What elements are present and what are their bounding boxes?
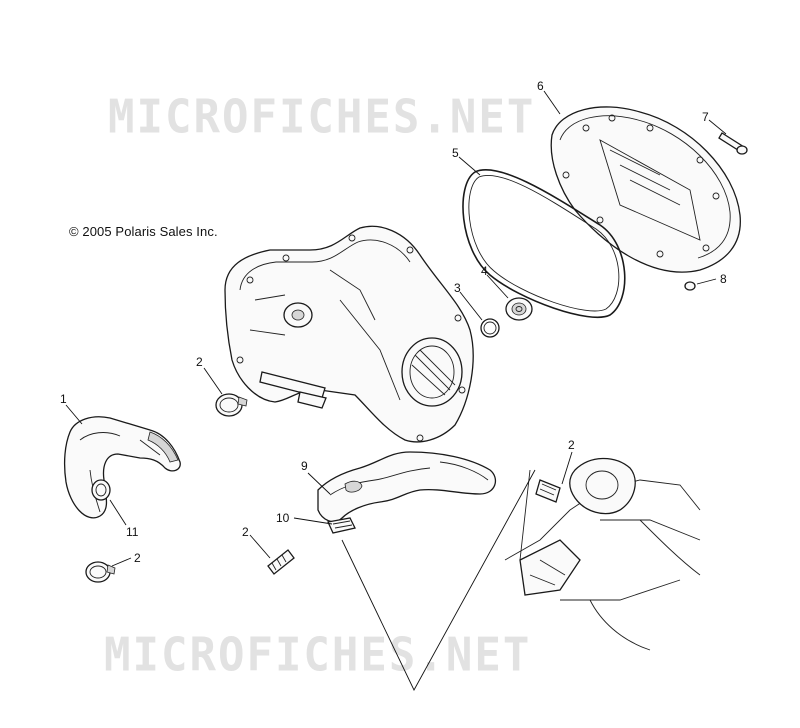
watermark-top: MICROFICHES.NET [108,90,536,145]
clutch-outer-cover [550,106,741,273]
callout-2-upper: 2 [196,355,203,369]
callout-3: 3 [454,281,461,295]
callout-10: 10 [276,511,290,525]
duct-clamp [91,479,111,501]
callout-2-lower-left: 2 [134,551,141,565]
callout-1: 1 [60,392,67,406]
callout-2-center: 2 [242,525,249,539]
watermark-bottom: MICROFICHES.NET [104,628,532,683]
copyright-text: © 2005 Polaris Sales Inc. [69,224,218,239]
callout-8: 8 [720,272,727,286]
hose-clamp-upper [215,393,248,417]
cover-bolt [718,132,748,155]
inner-clutch-cover [224,225,474,443]
duct-screen [327,517,356,534]
callout-6: 6 [537,79,544,93]
reference-lines [341,469,536,691]
outlet-duct [317,451,497,523]
bearing [505,297,533,321]
hose-clamp-lower [85,561,116,583]
leader-lines [65,90,727,567]
callout-2-right: 2 [568,438,575,452]
intake-duct [63,416,181,519]
callout-5: 5 [452,146,459,160]
hose-clamp-right [535,479,561,503]
engine-reference-sketch [504,457,701,651]
snap-ring [480,318,500,338]
callout-labels: 1 2 11 2 2 9 10 2 3 4 5 6 7 8 [60,79,727,565]
hose-clamp-center [267,549,295,575]
drive-belt [462,169,626,319]
drain-plug [684,281,696,291]
callout-9: 9 [301,459,308,473]
callout-11: 11 [126,525,139,539]
callout-7: 7 [702,110,709,124]
callout-4: 4 [481,264,488,278]
